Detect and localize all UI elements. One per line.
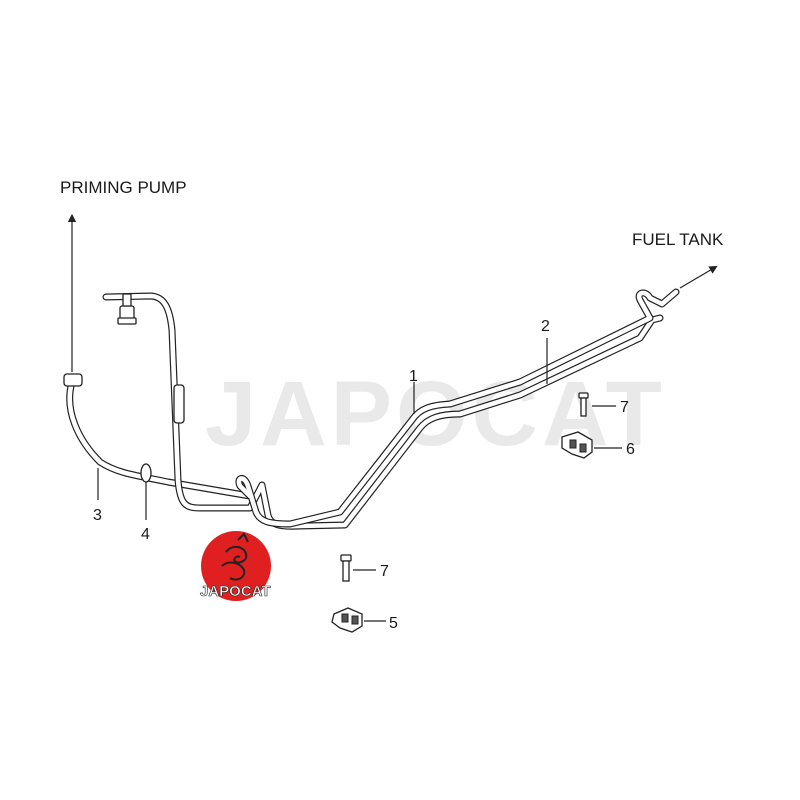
callout-1: 1 — [409, 368, 418, 385]
callout-2: 2 — [541, 318, 550, 335]
callout-5: 5 — [389, 615, 398, 632]
callout-4: 4 — [141, 526, 150, 543]
bolt-7-lower — [340, 554, 352, 582]
callout-7-upper: 7 — [620, 399, 629, 416]
fuel-pipe-1 — [235, 288, 680, 528]
logo-text: JAPOCAT — [200, 583, 271, 600]
pipe-clip-6 — [561, 431, 593, 459]
japocat-logo: JAPOCAT — [200, 531, 271, 601]
banjo-fitting — [117, 293, 137, 325]
callout-7-lower: 7 — [380, 563, 389, 580]
pipe-sleeve — [173, 384, 185, 424]
bolt-7-upper — [578, 392, 589, 417]
callout-3: 3 — [93, 507, 102, 524]
fuel-tank-arrow — [679, 265, 718, 289]
hose-clamp-4 — [140, 463, 152, 483]
fuel-tank-label: FUEL TANK — [632, 230, 724, 249]
pipe-clip-5 — [331, 607, 363, 633]
hose-end-fitting — [63, 373, 83, 387]
priming-pump-label: PRIMING PUMP — [60, 178, 187, 197]
return-pipe — [102, 292, 664, 530]
callout-6: 6 — [626, 441, 635, 458]
